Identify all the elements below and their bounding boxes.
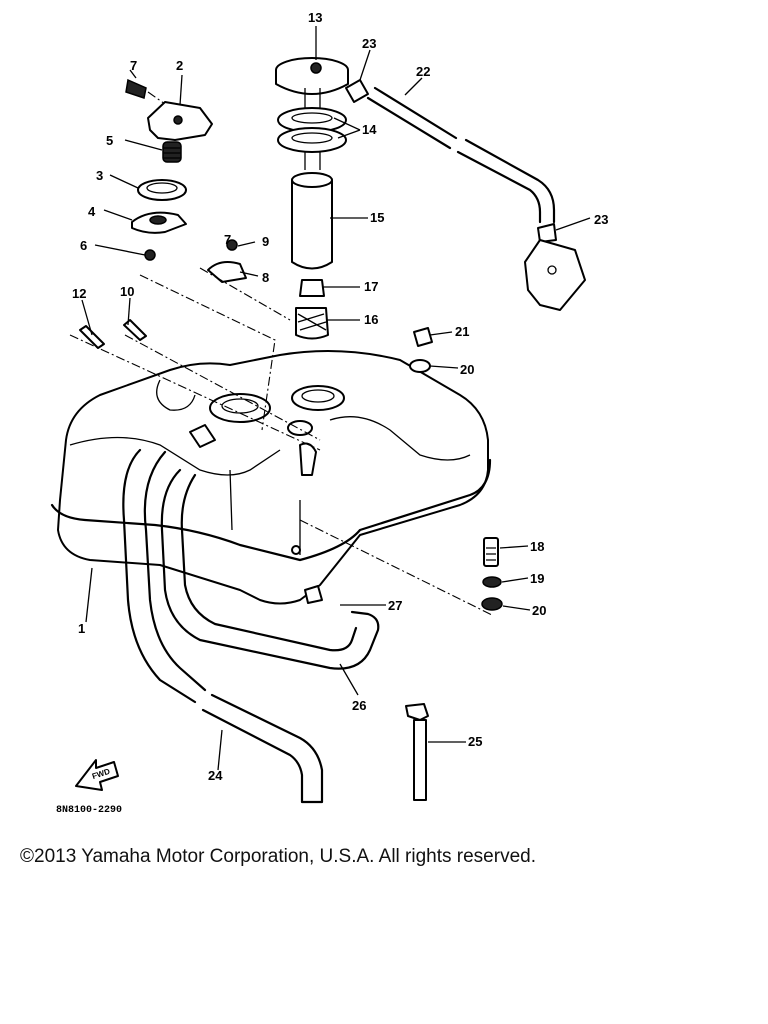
callout-23-right: 23 bbox=[594, 212, 608, 227]
callout-22: 22 bbox=[416, 64, 430, 79]
copyright-notice: ©2013 Yamaha Motor Corporation, U.S.A. A… bbox=[20, 846, 536, 867]
right-hardware bbox=[69, 327, 503, 616]
callout-20-top: 20 bbox=[460, 362, 474, 377]
clamp-parts bbox=[199, 239, 291, 321]
callout-1: 1 bbox=[78, 621, 85, 636]
callout-20-bottom: 20 bbox=[532, 603, 546, 618]
fwd-arrow-icon: FWD bbox=[75, 759, 119, 791]
callout-14: 14 bbox=[362, 122, 377, 137]
callout-23-top: 23 bbox=[362, 36, 376, 51]
fuel-tank bbox=[50, 350, 492, 605]
callout-3: 3 bbox=[96, 168, 103, 183]
part-code: 8N8100-2290 bbox=[56, 805, 122, 816]
callout-19: 19 bbox=[530, 571, 544, 586]
callout-6: 6 bbox=[80, 238, 87, 253]
callout-9: 9 bbox=[262, 234, 269, 249]
callout-13: 13 bbox=[308, 10, 322, 25]
callout-16: 16 bbox=[364, 312, 378, 327]
callout-17: 17 bbox=[364, 279, 378, 294]
callout-8: 8 bbox=[262, 270, 269, 285]
callout-7-mid: 7 bbox=[224, 232, 231, 247]
vent-hose-22 bbox=[345, 79, 586, 311]
fuel-tank-exploded-diagram: FWD 1 2 3 4 5 6 bbox=[50, 10, 608, 816]
callout-26: 26 bbox=[352, 698, 366, 713]
callout-21: 21 bbox=[455, 324, 469, 339]
hose-24 bbox=[122, 448, 324, 804]
callout-7-top: 7 bbox=[130, 58, 137, 73]
callout-2: 2 bbox=[176, 58, 183, 73]
leader-lines bbox=[81, 26, 591, 771]
callout-labels: 1 2 3 4 5 6 7 7 8 9 10 12 13 14 15 16 17… bbox=[56, 10, 608, 816]
hose-26 bbox=[160, 468, 380, 670]
callout-24: 24 bbox=[208, 768, 223, 783]
gauge-rod-25 bbox=[405, 703, 429, 801]
fuel-cock-assembly bbox=[275, 57, 349, 340]
callout-15: 15 bbox=[370, 210, 384, 225]
callout-27: 27 bbox=[388, 598, 402, 613]
callout-18: 18 bbox=[530, 539, 544, 554]
callout-4: 4 bbox=[88, 204, 96, 219]
cap-parts-left bbox=[125, 78, 276, 431]
callout-25: 25 bbox=[468, 734, 482, 749]
callout-10: 10 bbox=[120, 284, 134, 299]
callout-5: 5 bbox=[106, 133, 113, 148]
callout-12: 12 bbox=[72, 286, 86, 301]
